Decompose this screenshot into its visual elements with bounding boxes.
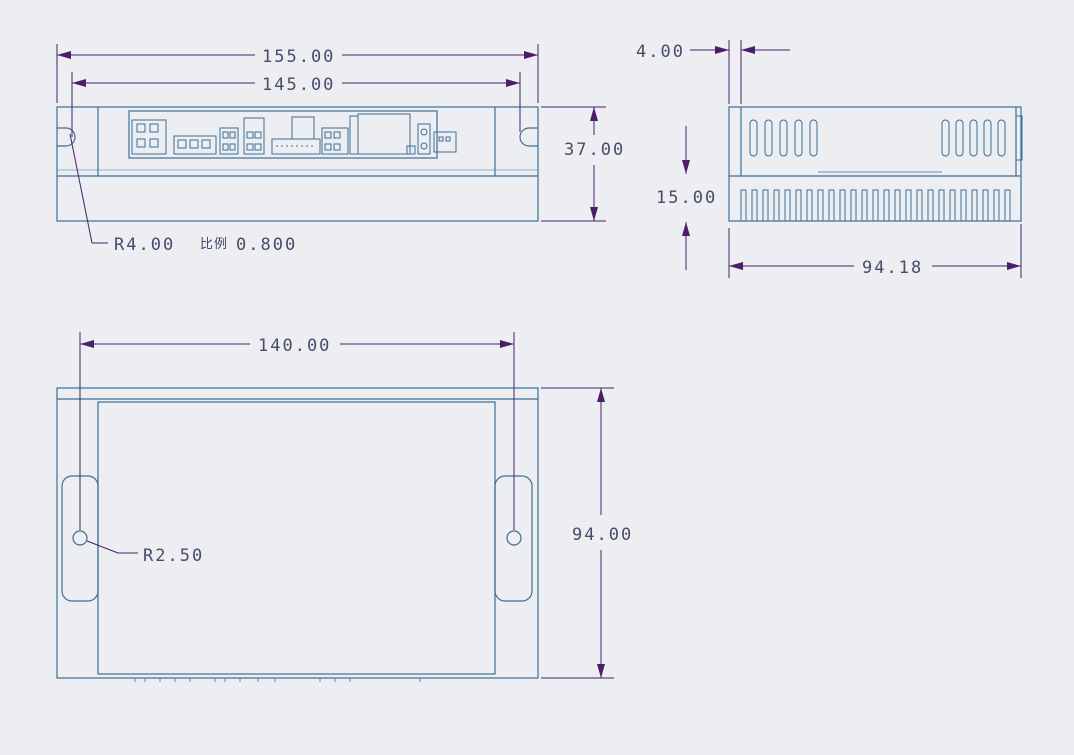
dim-label-145: 145.00 [262,75,335,95]
dim-label-94-18: 94.18 [862,258,923,278]
side-housing-outline [728,106,1022,222]
side-view [728,106,1023,222]
front-left-slot [57,127,76,147]
front-housing-outline [56,106,539,222]
top-left-hole [72,530,88,546]
top-right-hole [506,530,522,546]
scale-value: 0.800 [236,235,297,255]
fillet-radius-label: R4.00 [114,235,175,255]
front-right-slot [519,127,538,147]
dim-label-37: 37.00 [564,140,625,160]
front-connectors [131,113,457,155]
dim-label-4: 4.00 [636,42,685,62]
front-connector-panel [128,110,438,159]
top-view [56,387,539,682]
side-heatsink-fins [740,189,1011,221]
scale-label: 比例 [200,237,228,252]
dim-label-140: 140.00 [258,336,331,356]
dim-label-94: 94.00 [572,525,633,545]
leader-r2-5 [86,540,138,554]
top-connector-edge [134,678,421,682]
front-dimensions [56,44,606,244]
side-vent-slots [749,115,1023,161]
top-dimensions [79,332,614,679]
front-view [56,106,539,222]
top-cover-plate [97,401,496,675]
leader-r4 [69,133,108,244]
hole-radius-label: R2.50 [143,546,204,566]
dim-label-15: 15.00 [656,188,717,208]
top-housing-outline [56,387,539,679]
side-dimensions [682,40,1022,278]
dim-label-155: 155.00 [262,47,335,67]
